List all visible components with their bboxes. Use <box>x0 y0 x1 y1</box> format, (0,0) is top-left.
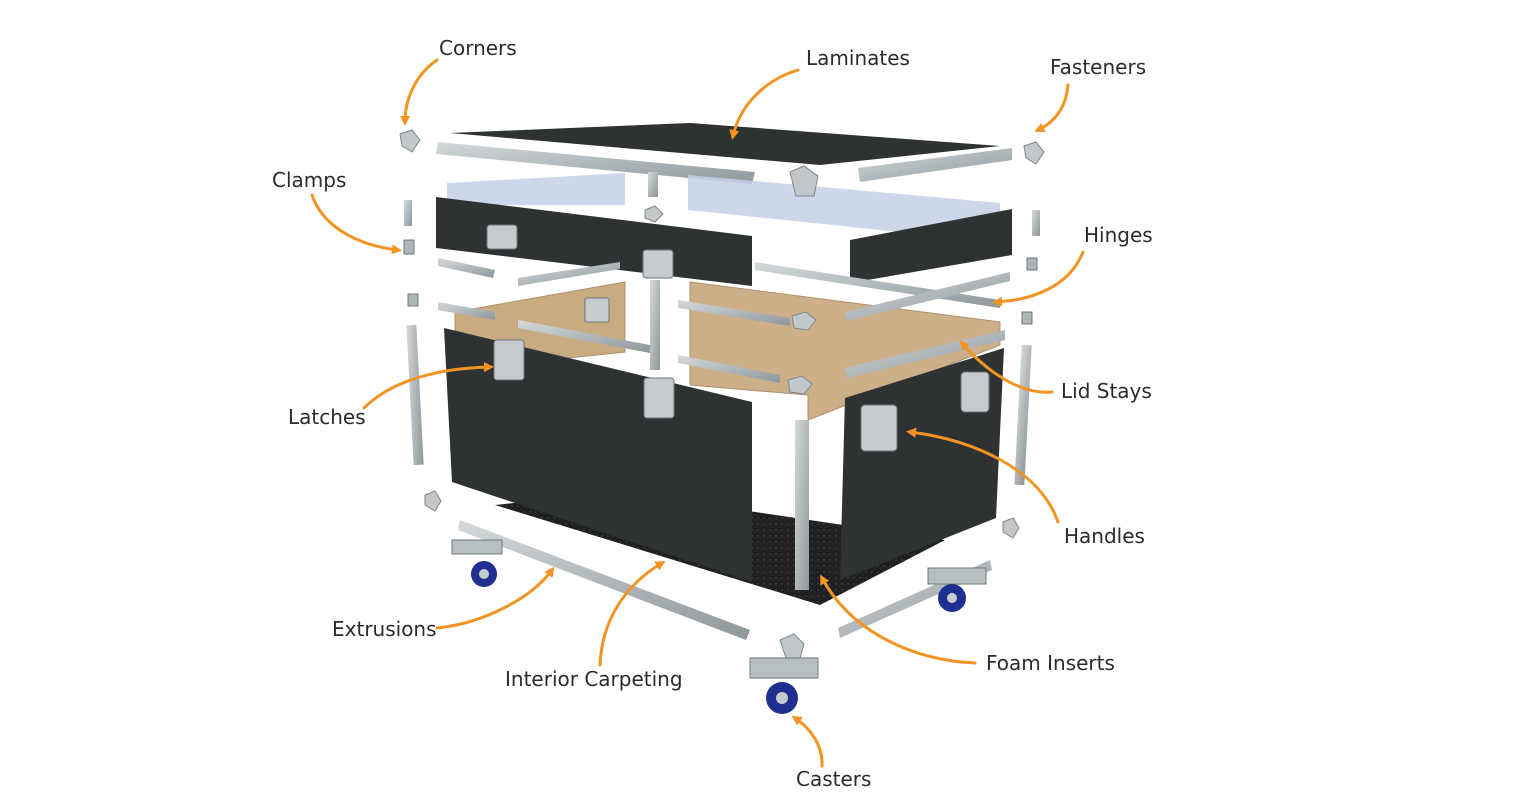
label-corners: Corners <box>439 36 517 60</box>
extrusion-mid-front-left <box>438 258 495 278</box>
label-casters: Casters <box>796 767 872 791</box>
arrow-interior-carpeting <box>598 560 666 667</box>
extrusion-inner-diag-a <box>518 320 650 353</box>
label-hinges: Hinges <box>1084 223 1153 247</box>
label-lid-stays: Lid Stays <box>1061 379 1152 403</box>
arrow-fasteners <box>1034 83 1070 132</box>
handles <box>860 371 990 452</box>
casters <box>451 539 987 714</box>
post-center <box>650 280 660 370</box>
arrow-lid-stays <box>959 339 1054 394</box>
laminate-top-panel <box>450 123 1000 165</box>
post-lid-right <box>1032 210 1040 236</box>
extrusion-inner-diag-c <box>678 355 780 383</box>
post-right <box>1014 344 1032 486</box>
body-panel-front <box>444 328 752 582</box>
arrow-handles <box>906 427 1060 524</box>
extrusion-top-front <box>436 142 755 184</box>
arrow-latches <box>362 362 494 410</box>
post-center-top <box>648 172 658 197</box>
extrusion-top-right <box>858 148 1012 182</box>
label-handles: Handles <box>1064 524 1145 548</box>
post-front-center <box>795 420 809 590</box>
label-fasteners: Fasteners <box>1050 55 1147 79</box>
corner-pieces <box>399 129 1045 659</box>
lid-inner-glass-right <box>688 175 1000 232</box>
arrow-hinges <box>992 250 1085 307</box>
label-foam-inserts: Foam Inserts <box>986 651 1115 675</box>
extrusion-bottom-front <box>458 520 750 640</box>
label-interior-carpeting: Interior Carpeting <box>505 667 683 691</box>
post-lid-left <box>404 200 412 226</box>
label-laminates: Laminates <box>806 46 910 70</box>
arrow-clamps <box>310 193 402 255</box>
arrow-foam-inserts <box>820 574 977 665</box>
label-latches: Latches <box>288 405 366 429</box>
clamps <box>403 239 1038 325</box>
lid-panel-right <box>850 209 1012 283</box>
extrusion-mid-back <box>518 262 620 286</box>
lid-inner-glass-left <box>447 173 625 205</box>
arrow-extrusions <box>435 566 555 630</box>
arrow-corners <box>400 58 439 126</box>
annotation-arrows <box>310 58 1085 768</box>
post-front-left <box>406 324 424 466</box>
label-extrusions: Extrusions <box>332 617 437 641</box>
extrusion-front-inner-left <box>438 302 495 320</box>
latches <box>486 224 675 419</box>
arrow-laminates <box>729 68 800 140</box>
arrow-casters <box>791 715 824 768</box>
extrusion-lower-rail-right <box>845 272 1010 321</box>
label-clamps: Clamps <box>272 168 347 192</box>
extrusion-inner-diag-b <box>678 300 790 326</box>
